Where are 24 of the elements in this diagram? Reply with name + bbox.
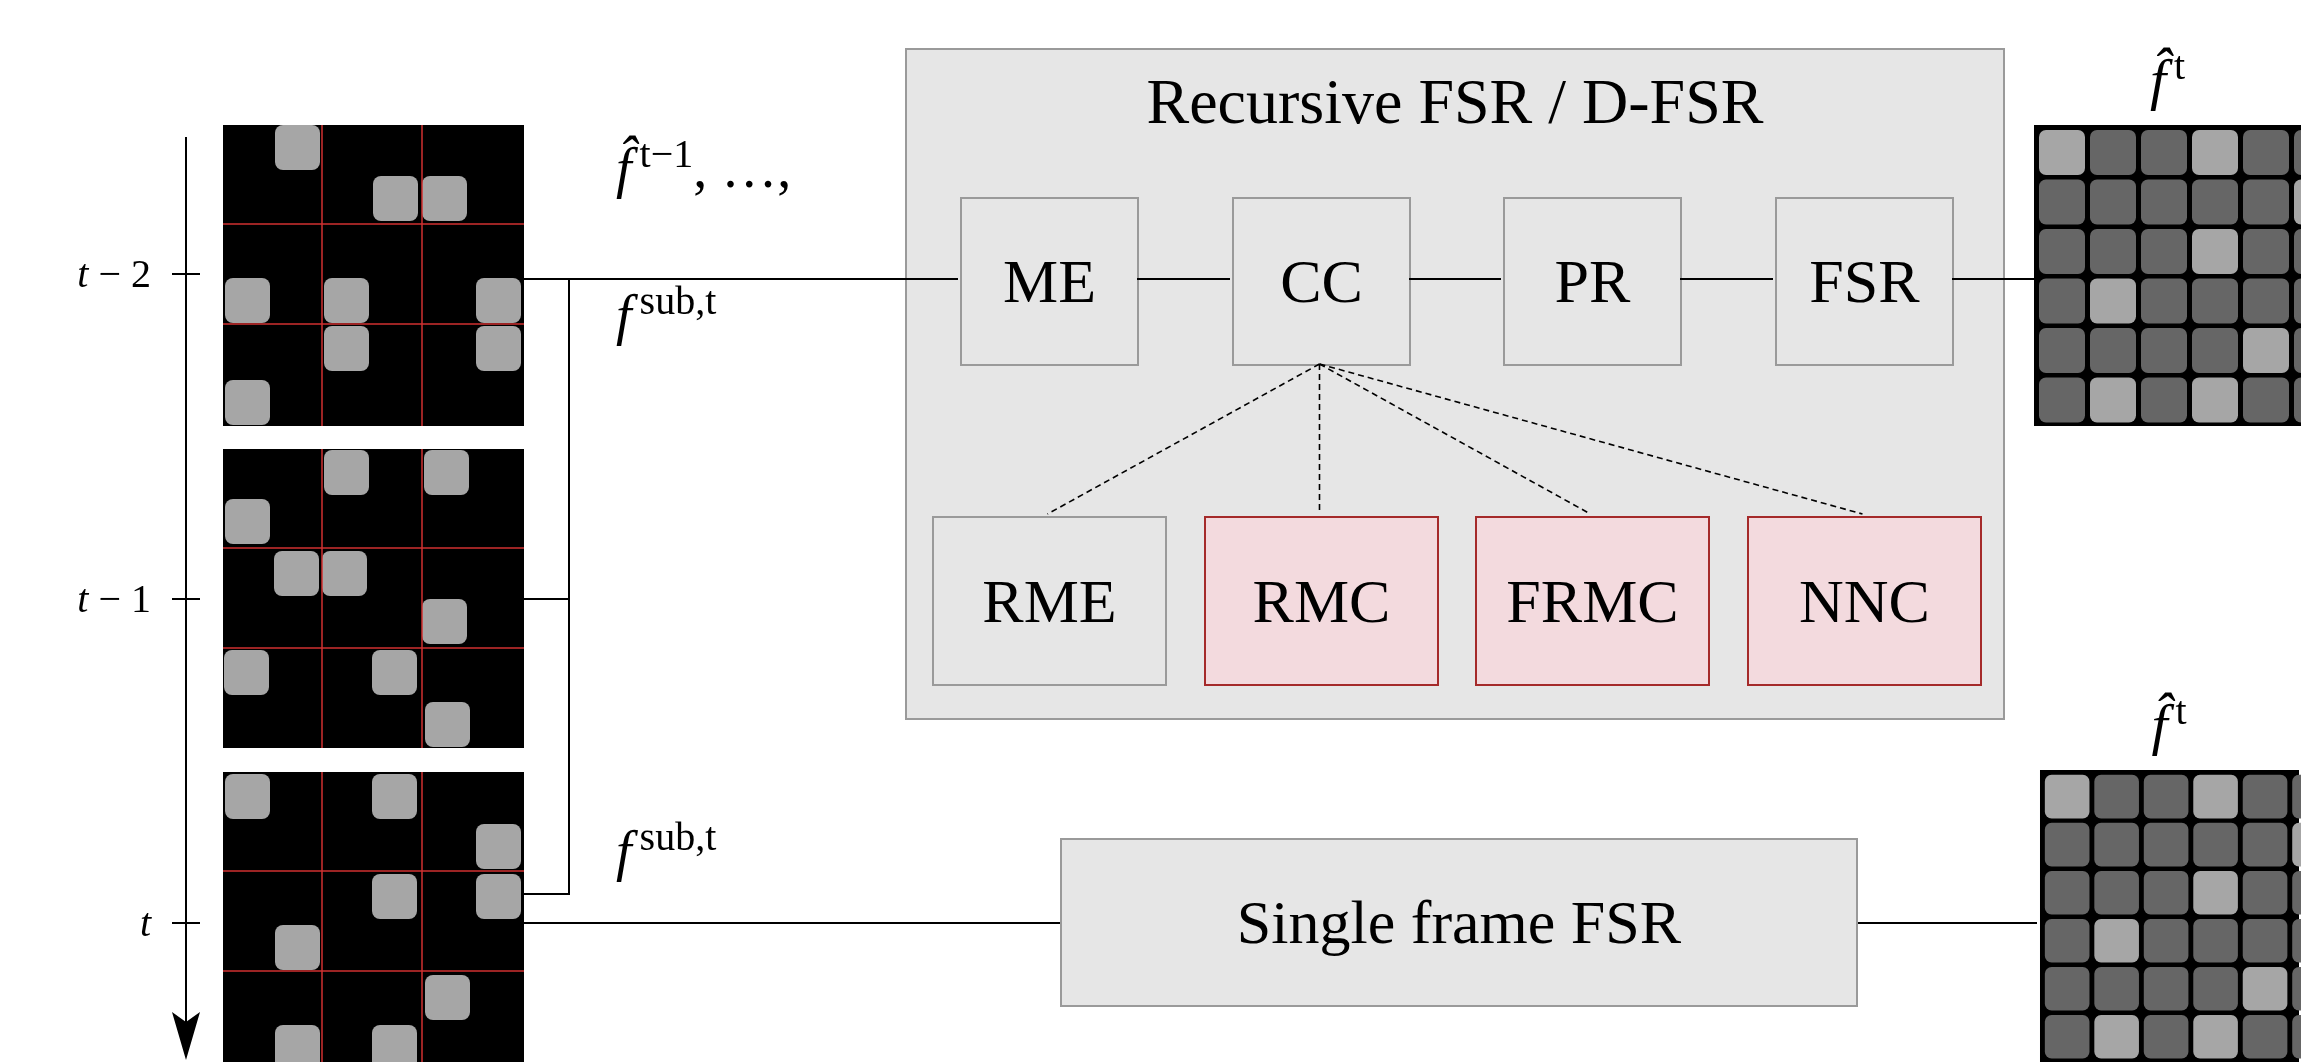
output-label: f̂$^{t}$: [2151, 687, 2187, 759]
time-step-label: t − 2: [77, 250, 151, 298]
panel-title: Recursive FSR / D-FSR: [1145, 65, 1765, 139]
connector-line: [1679, 278, 1774, 280]
connector-line: [1857, 922, 2038, 924]
time-step-label: t: [139, 899, 151, 947]
process-box: PR: [1503, 197, 1682, 366]
process-box: FRMC: [1475, 516, 1710, 686]
process-box: RME: [932, 516, 1167, 686]
dashed-connector: [1046, 363, 1321, 515]
time-step-label: t − 1: [77, 575, 151, 623]
connector-line: [1951, 278, 2035, 280]
dashed-connector: [1318, 363, 1864, 515]
connector-line: [1136, 278, 1231, 280]
process-box: RMC: [1204, 516, 1439, 686]
group-panel: [905, 48, 2005, 720]
connector-line: [1408, 278, 1502, 280]
connector-line: [523, 922, 1061, 924]
process-box: CC: [1232, 197, 1411, 366]
output-label: f̂$^{t}$: [2149, 42, 2186, 114]
process-box: ME: [960, 197, 1139, 366]
process-box: Single frame FSR: [1060, 838, 1858, 1007]
process-box: NNC: [1747, 516, 1982, 686]
process-box: FSR: [1775, 197, 1954, 366]
